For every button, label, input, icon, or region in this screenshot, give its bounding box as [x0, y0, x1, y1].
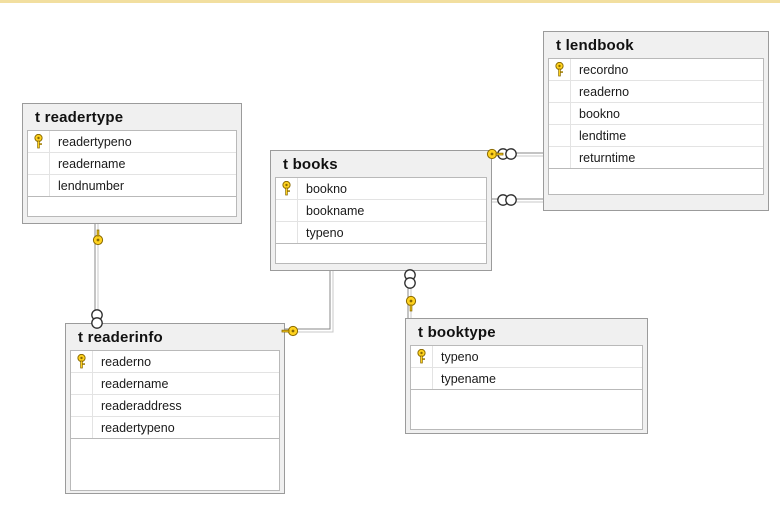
column-list-readertype: readertypeno readername lendnumber	[27, 130, 237, 197]
primary-key-icon	[28, 131, 50, 152]
many-symbol-readertype-readerinfo	[91, 309, 103, 329]
table-title-books: t books	[283, 156, 338, 173]
table-node-readertype[interactable]: t readertype readertypeno readername lendnu…	[22, 103, 242, 224]
column-list-empty-area	[70, 439, 280, 491]
column-name: typeno	[441, 349, 479, 364]
table-node-booktype[interactable]: t booktype typeno typename	[405, 318, 648, 434]
column-row[interactable]: readeraddress	[71, 395, 279, 417]
primary-key-icon-books-lendbook	[486, 148, 504, 160]
column-name: lendtime	[579, 128, 627, 143]
column-gutter	[28, 175, 50, 196]
table-node-books[interactable]: t books bookno bookname typeno	[270, 150, 492, 271]
column-name: readertypeno	[101, 420, 175, 435]
table-title-readertype: t readertype	[35, 109, 124, 126]
column-name: returntime	[579, 150, 636, 165]
table-title-readerinfo: t readerinfo	[78, 329, 163, 346]
table-node-lendbook[interactable]: t lendbook recordno readerno bookno lendtime…	[543, 31, 769, 211]
column-list-books: bookno bookname typeno	[275, 177, 487, 244]
column-gutter	[549, 125, 571, 146]
column-name: readername	[101, 376, 169, 391]
many-symbol-books-lendbook-2	[497, 194, 517, 206]
column-name: recordno	[579, 62, 629, 77]
primary-key-icon-readertype-readerinfo	[92, 229, 104, 246]
column-row[interactable]: typeno	[276, 222, 486, 244]
column-row[interactable]: returntime	[549, 147, 763, 169]
column-list-empty-area	[27, 197, 237, 217]
column-list-readerinfo: readerno readername readeraddress readertyp…	[70, 350, 280, 439]
column-name: readeraddress	[101, 398, 182, 413]
column-list-booktype: typeno typename	[410, 345, 643, 390]
primary-key-icon	[276, 178, 298, 199]
column-gutter	[71, 395, 93, 416]
column-row[interactable]: readername	[71, 373, 279, 395]
table-node-readerinfo[interactable]: t readerinfo readerno readername readeraddr…	[65, 323, 285, 494]
primary-key-icon	[71, 351, 93, 372]
column-list-empty-area	[410, 390, 643, 430]
column-name: readername	[58, 156, 126, 171]
column-name: bookno	[306, 181, 348, 196]
column-gutter	[71, 373, 93, 394]
column-gutter	[411, 368, 433, 389]
column-gutter	[28, 153, 50, 174]
primary-key-icon-books-booktype	[405, 295, 417, 312]
table-title-lendbook: t lendbook	[556, 37, 634, 54]
primary-key-icon-readerinfo-books	[281, 325, 299, 337]
column-row[interactable]: readerno	[549, 81, 763, 103]
column-row[interactable]: lendnumber	[28, 175, 236, 197]
column-row[interactable]: bookno	[549, 103, 763, 125]
column-row[interactable]: bookno	[276, 178, 486, 200]
column-gutter	[71, 417, 93, 438]
column-row[interactable]: typename	[411, 368, 642, 390]
connector-readerinfo-books	[285, 271, 334, 333]
table-title-booktype: t booktype	[418, 324, 496, 341]
many-symbol-books-booktype	[404, 269, 416, 289]
column-gutter	[549, 81, 571, 102]
column-row[interactable]: recordno	[549, 59, 763, 81]
column-name: readerno	[579, 84, 630, 99]
column-list-empty-area	[548, 169, 764, 195]
column-name: lendnumber	[58, 178, 125, 193]
column-name: bookno	[579, 106, 621, 121]
column-name: bookname	[306, 203, 365, 218]
column-name: typename	[441, 371, 496, 386]
column-row[interactable]: typeno	[411, 346, 642, 368]
column-gutter	[276, 200, 298, 221]
column-row[interactable]: readertypeno	[71, 417, 279, 439]
column-gutter	[549, 103, 571, 124]
column-name: readerno	[101, 354, 152, 369]
primary-key-icon	[411, 346, 433, 367]
column-gutter	[276, 222, 298, 243]
primary-key-icon	[549, 59, 571, 80]
column-row[interactable]: readertypeno	[28, 131, 236, 153]
column-row[interactable]: readername	[28, 153, 236, 175]
column-row[interactable]: readerno	[71, 351, 279, 373]
column-name: readertypeno	[58, 134, 132, 149]
column-list-empty-area	[275, 244, 487, 264]
column-list-lendbook: recordno readerno bookno lendtime returntime	[548, 58, 764, 169]
column-row[interactable]: lendtime	[549, 125, 763, 147]
column-gutter	[549, 147, 571, 168]
column-row[interactable]: bookname	[276, 200, 486, 222]
column-name: typeno	[306, 225, 344, 240]
